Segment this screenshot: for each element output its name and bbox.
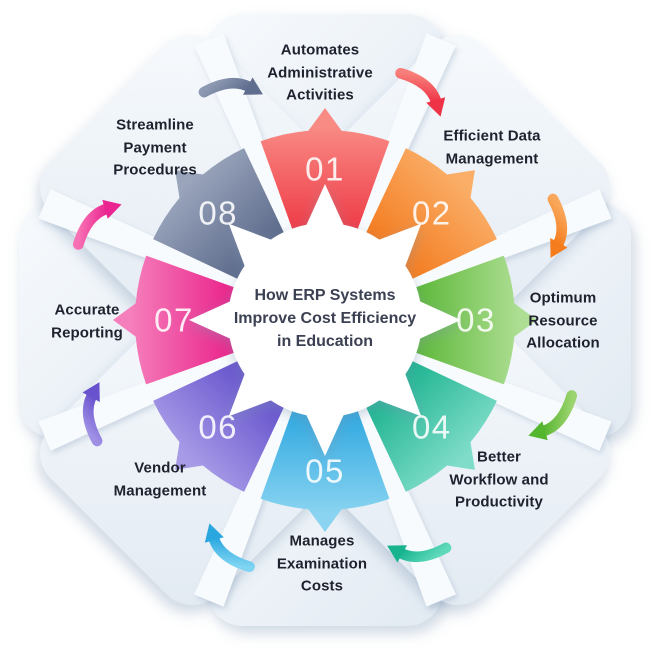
segment-label-02: Efficient Data Management	[443, 127, 541, 168]
segment-wedge-03	[415, 255, 537, 385]
curved-arrow-icon	[387, 542, 452, 563]
segment-label-08: Streamline Payment Procedures	[113, 116, 197, 179]
curved-arrow-icon	[528, 390, 578, 441]
segment-label-03: Optimum Resource Allocation	[526, 289, 600, 352]
segment-label-01: Automates Administrative Activities	[267, 41, 373, 104]
segment-wedge-07	[113, 255, 235, 385]
segment-wedge-05	[260, 410, 390, 532]
segment-number: 01	[305, 151, 345, 188]
segment-label-05: Manages Examination Costs	[276, 532, 368, 595]
segment-number: 08	[198, 195, 238, 232]
curved-arrow-icon	[204, 523, 255, 573]
curved-arrow-icon	[395, 67, 446, 117]
segment-number: 02	[412, 195, 452, 232]
segment-number: 04	[412, 408, 452, 445]
page-title: How ERP Systems Improve Cost Efficiency …	[233, 287, 417, 351]
curved-arrow-icon	[72, 199, 122, 250]
curved-arrow-icon	[198, 77, 263, 98]
segment-label-06: Vendor Management	[113, 459, 207, 500]
segment-number: 07	[154, 302, 194, 339]
segment-number: 06	[198, 408, 238, 445]
segment-wedge-01	[260, 108, 390, 230]
segment-number: 03	[456, 302, 496, 339]
segment-number: 05	[305, 453, 345, 490]
curved-arrow-icon	[82, 382, 103, 447]
center-circle	[189, 184, 461, 456]
segment-label-07: Accurate Reporting	[51, 301, 123, 342]
curved-arrow-icon	[547, 193, 568, 258]
segment-label-04: Better Workflow and Productivity	[449, 448, 549, 511]
